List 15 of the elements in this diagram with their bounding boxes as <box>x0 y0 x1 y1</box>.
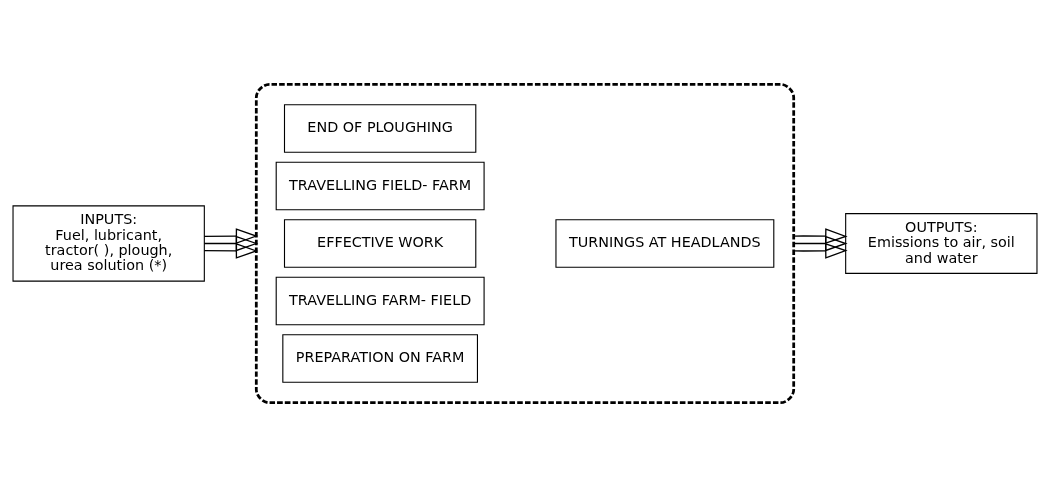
arrow <box>203 235 259 251</box>
node-box: EFFECTIVE WORK <box>283 218 477 268</box>
node-box: END OF PLOUGHING <box>283 103 477 153</box>
arrow <box>793 242 848 259</box>
arrow <box>793 235 848 251</box>
node-box: OUTPUTS: Emissions to air, soil and water <box>845 212 1038 274</box>
node-box: TURNINGS AT HEADLANDS <box>555 218 775 268</box>
arrow <box>203 227 259 244</box>
cluster <box>254 82 796 404</box>
arrow <box>203 242 259 259</box>
node-box: TRAVELLING FARM- FIELD <box>275 276 485 325</box>
node-box: TRAVELLING FIELD- FARM <box>275 161 485 210</box>
node-box: PREPARATION ON FARM <box>282 333 478 383</box>
arrow <box>793 227 848 244</box>
node-box: INPUTS: Fuel, lubricant, tractor( ), plough, urea solution (*) <box>12 204 205 282</box>
